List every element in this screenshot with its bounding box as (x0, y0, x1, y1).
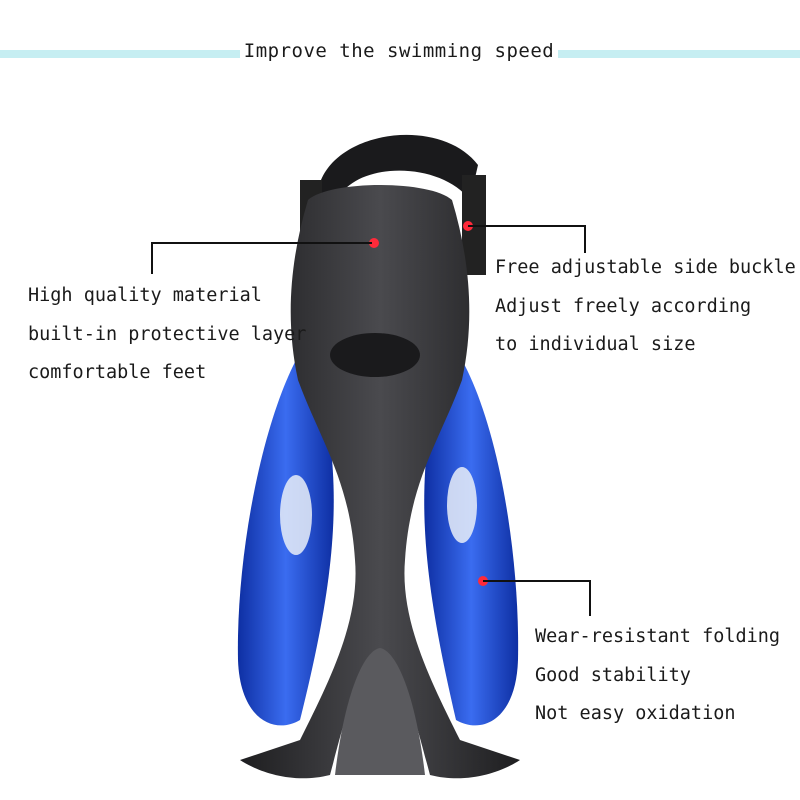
callout-right-top-line: Adjust freely according (495, 295, 752, 317)
leader-line-right-top-horizontal (468, 225, 586, 227)
callout-right-bottom-line: Good stability (535, 664, 691, 686)
marker-dot-left (369, 238, 379, 248)
leader-line-left-vertical (151, 242, 153, 274)
callout-left-text: High quality material built-in protectiv… (28, 277, 306, 393)
page-title: Improve the swimming speed (243, 40, 555, 62)
leader-line-left-horizontal (152, 242, 372, 244)
callout-right-top-line: to individual size (495, 334, 696, 355)
fin-blade (237, 360, 519, 726)
foot-pocket (240, 185, 520, 779)
callout-right-bottom-line: Not easy oxidation (535, 703, 736, 724)
callout-left-line: built-in protective layer (28, 323, 307, 345)
callout-right-top-line: Free adjustable side buckle (495, 257, 796, 278)
callout-right-bottom-line: Wear-resistant folding (535, 626, 781, 647)
header-accent-bar-right (558, 50, 800, 58)
header-accent-bar-left (0, 50, 240, 58)
callout-left-line: comfortable feet (28, 362, 207, 383)
callout-left-line: High quality material (28, 285, 262, 306)
callout-right-top-text: Free adjustable side buckle Adjust freel… (495, 249, 796, 365)
callout-right-bottom-text: Wear-resistant folding Good stability No… (535, 618, 780, 734)
leader-line-right-bottom-horizontal (483, 580, 591, 582)
leader-line-right-bottom-vertical (589, 580, 591, 616)
leader-line-right-top-vertical (584, 225, 586, 253)
